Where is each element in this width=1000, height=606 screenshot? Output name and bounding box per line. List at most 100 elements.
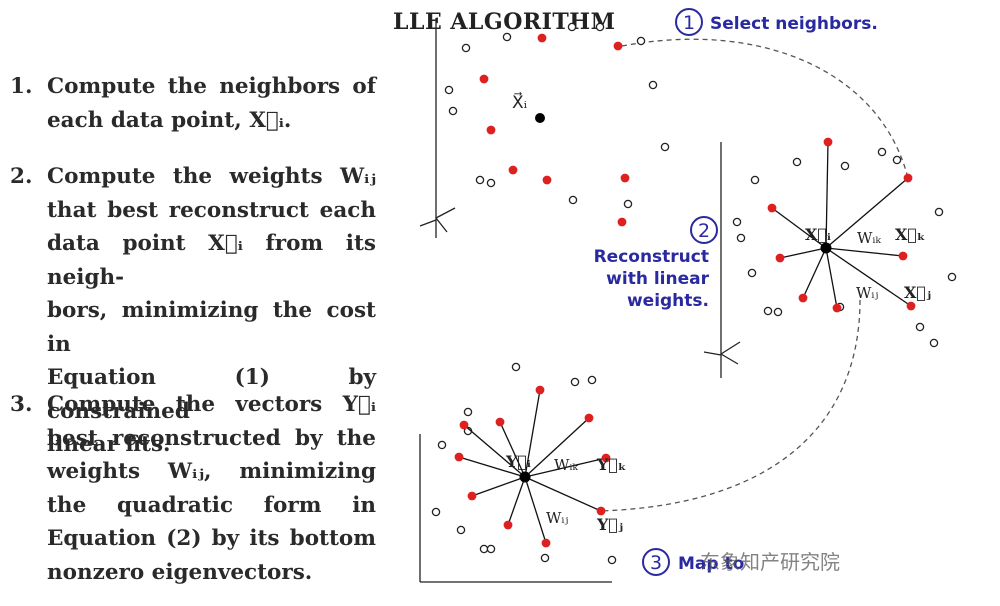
center-point [519,471,531,483]
callout-line: with linear [606,269,709,289]
label-xi-mid: X⃗ᵢ [805,225,831,244]
weight-spoke [802,247,827,299]
data-point [915,322,925,332]
neighbor-point [613,41,623,51]
label-xj: X⃗ⱼ [904,283,931,302]
data-point [607,555,617,565]
neighbor-point [775,253,785,263]
neighbor-point [767,203,777,213]
data-point [750,175,760,185]
weight-spoke [825,247,838,309]
data-point [747,268,757,278]
step-1: 1. Compute the neighbors of each data po… [10,70,376,137]
data-point [587,375,597,385]
step-line: Compute the neighbors of [47,74,376,99]
label-yi: Y⃗ᵢ [505,452,531,471]
neighbor-point [542,175,552,185]
weight-spoke [463,424,526,478]
label-xk: X⃗ₖ [895,225,925,244]
data-point [660,142,670,152]
callout-label: Select neighbors. [710,14,878,34]
step-line: bors, minimizing the cost in [47,298,376,357]
callout-map: 3 Map to [642,548,744,576]
data-point [475,175,485,185]
neighbor-point [903,173,913,183]
data-point [486,544,496,554]
step-number: 3. [10,392,33,417]
data-point [947,272,957,282]
callout-number: 3 [650,552,662,574]
data-point [732,217,742,227]
neighbor-point [541,538,551,548]
step-line: Compute the vectors Y⃗ᵢ [47,392,376,417]
step-3: 3. Compute the vectors Y⃗ᵢ best reconstr… [10,388,376,589]
data-point [486,178,496,188]
data-point [444,85,454,95]
weight-spoke [524,457,607,478]
data-point [540,553,550,563]
weight-spoke [458,456,526,478]
callout-label: Map to [678,554,744,574]
neighbor-point [508,165,518,175]
weight-spoke [825,177,909,249]
data-point [437,440,447,450]
data-point [595,22,605,32]
data-point [431,507,441,517]
data-point [877,147,887,157]
center-point [820,242,832,254]
label-wij-mid: Wᵢⱼ [856,284,878,302]
neighbor-point [620,173,630,183]
callout-number-circle [642,548,670,576]
weight-spoke [825,247,912,307]
data-point [636,36,646,46]
flow-arc-1 [621,38,909,179]
data-point [570,377,580,387]
weight-spoke [779,247,827,259]
data-point [623,199,633,209]
neighbor-point [454,452,464,462]
data-point [511,362,521,372]
data-point [934,207,944,217]
data-point [773,307,783,317]
neighbor-point [495,417,505,427]
label-wik-bot: Wᵢₖ [554,456,578,474]
step-2: 2. Compute the weights Wᵢⱼ that best rec… [10,160,376,462]
callout-line: weights. [627,291,709,311]
neighbor-point [898,251,908,261]
neighbor-point [503,520,513,530]
label-yk: Y⃗ₖ [596,455,626,474]
neighbor-point [584,413,594,423]
callout-line: Reconstruct [594,247,709,267]
callout-number: 1 [683,12,695,34]
diagram-title: LLE ALGORITHM [393,9,616,35]
data-point [736,233,746,243]
data-point [479,544,489,554]
step-line: Equation (2) by its bottom [47,526,376,551]
data-point [456,525,466,535]
data-point [840,161,850,171]
step-line: best reconstructed by the [47,425,376,451]
weight-spoke [524,476,602,512]
callout-number: 2 [698,220,710,242]
weight-spoke [471,476,526,497]
step-line: Equation (1) by constrained [47,365,376,424]
neighbor-point [537,33,547,43]
neighbor-point [596,506,606,516]
step-line: that best reconstruct each [47,197,376,223]
data-point [892,155,902,165]
axes-panel-3 [419,434,612,583]
weight-spoke [499,421,526,478]
callout-select-neighbors: 1 Select neighbors. [675,8,878,36]
data-point [463,407,473,417]
neighbor-point [467,491,477,501]
step-line: linear fits. [47,432,171,457]
label-yj: Y⃗ⱼ [596,515,623,534]
step-line: the quadratic form in [47,492,376,518]
weight-spoke [825,141,829,249]
data-point [929,338,939,348]
data-point [792,157,802,167]
neighbor-point [823,137,833,147]
weight-spoke [524,476,547,544]
data-point [568,195,578,205]
axes-panel-2 [703,142,741,378]
